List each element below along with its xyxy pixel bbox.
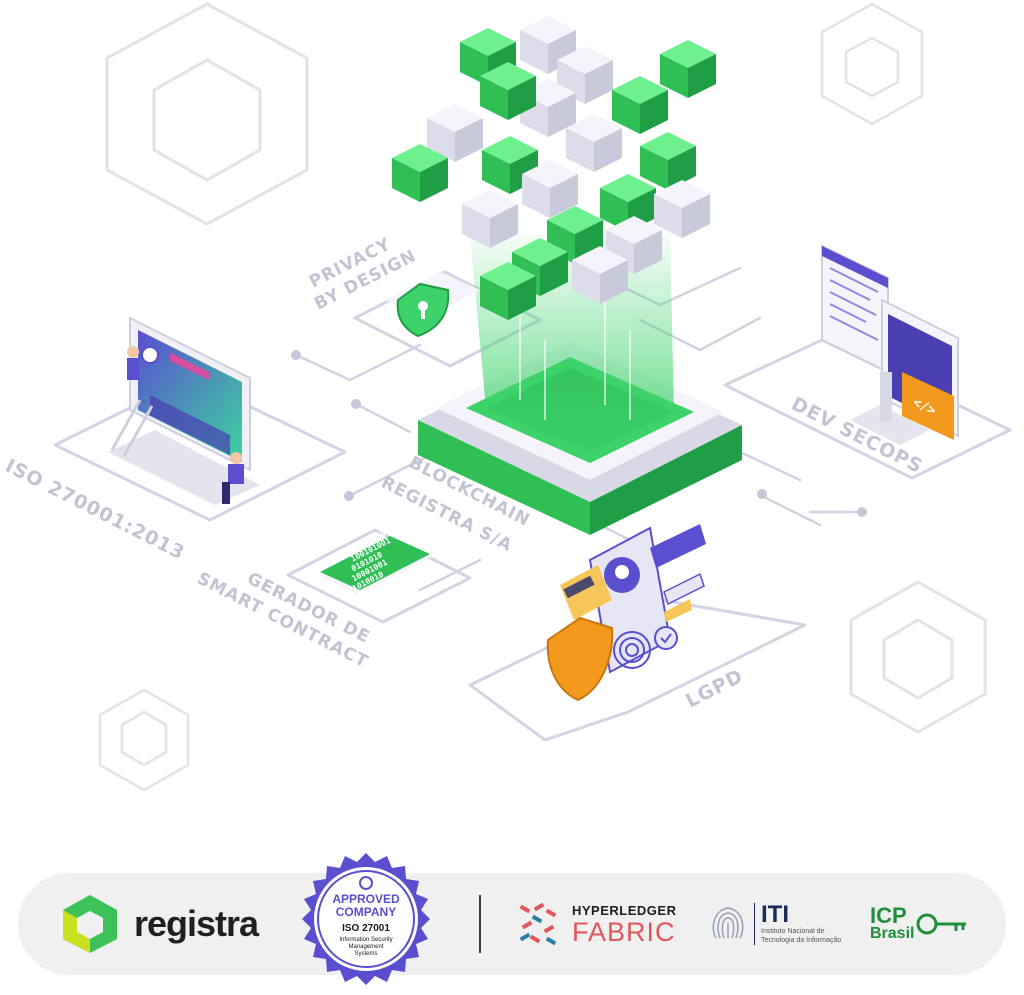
hyperledger-mesh-icon: [519, 902, 557, 946]
iti-logo: ITI Instituto Nacional de Tecnologia da …: [708, 873, 851, 975]
partner-logo-bar: registra APPROVED COMPANY ISO 27001 Info…: [18, 853, 1006, 985]
iti-subtitle: Instituto Nacional de Tecnologia da Info…: [761, 928, 842, 944]
hexagon-decor-top-right: [820, 2, 924, 126]
seal-line3: ISO 27001: [342, 923, 390, 934]
fabric-title: FABRIC: [572, 916, 676, 947]
code-monitor-illustration: </>: [821, 244, 959, 445]
hexagon-logo-icon: [63, 895, 117, 953]
frame-dev-secops: [723, 338, 1012, 480]
key-icon: [916, 913, 967, 935]
brasil-title: Brasil: [870, 925, 915, 942]
label-lgpd: LGPD: [682, 665, 747, 712]
binary-code-card: 01001110 100101001 0101010 10001001 1010…: [318, 528, 432, 603]
icp-title: ICP: [870, 903, 907, 928]
registra-wordmark: registra: [134, 903, 259, 944]
icp-brasil-logo: ICP Brasil: [870, 873, 968, 975]
seal-line6: Systems: [354, 951, 377, 957]
hexagon-decor-bottom-left: [98, 688, 190, 792]
hexagon-decor-right: [849, 580, 987, 734]
iti-title: ITI: [761, 901, 789, 928]
hyperledger-title: HYPERLEDGER: [572, 902, 677, 918]
seal-emblem-icon: [359, 876, 373, 890]
hexagon-decor-top-left: [105, 2, 309, 226]
seal-line2: COMPANY: [336, 905, 396, 919]
seal-line5: Management: [348, 944, 383, 950]
logo-divider: [479, 895, 481, 953]
iso-27001-seal: APPROVED COMPANY ISO 27001 Information S…: [302, 853, 430, 985]
security-architecture-diagram: 01001110 100101001 0101010 10001001 1010…: [2, 2, 1012, 792]
identity-security-illustration: [546, 524, 706, 702]
dashboard-illustration: [108, 316, 260, 505]
shield-lock-icon: [385, 272, 480, 338]
seal-line4: Information Security: [339, 937, 392, 943]
frame-smart-contract: [286, 528, 472, 624]
registra-logo: registra: [60, 873, 259, 975]
fingerprint-icon: [712, 907, 744, 939]
seal-line1: APPROVED: [332, 892, 400, 906]
hyperledger-fabric-logo: HYPERLEDGER FABRIC: [516, 873, 676, 975]
